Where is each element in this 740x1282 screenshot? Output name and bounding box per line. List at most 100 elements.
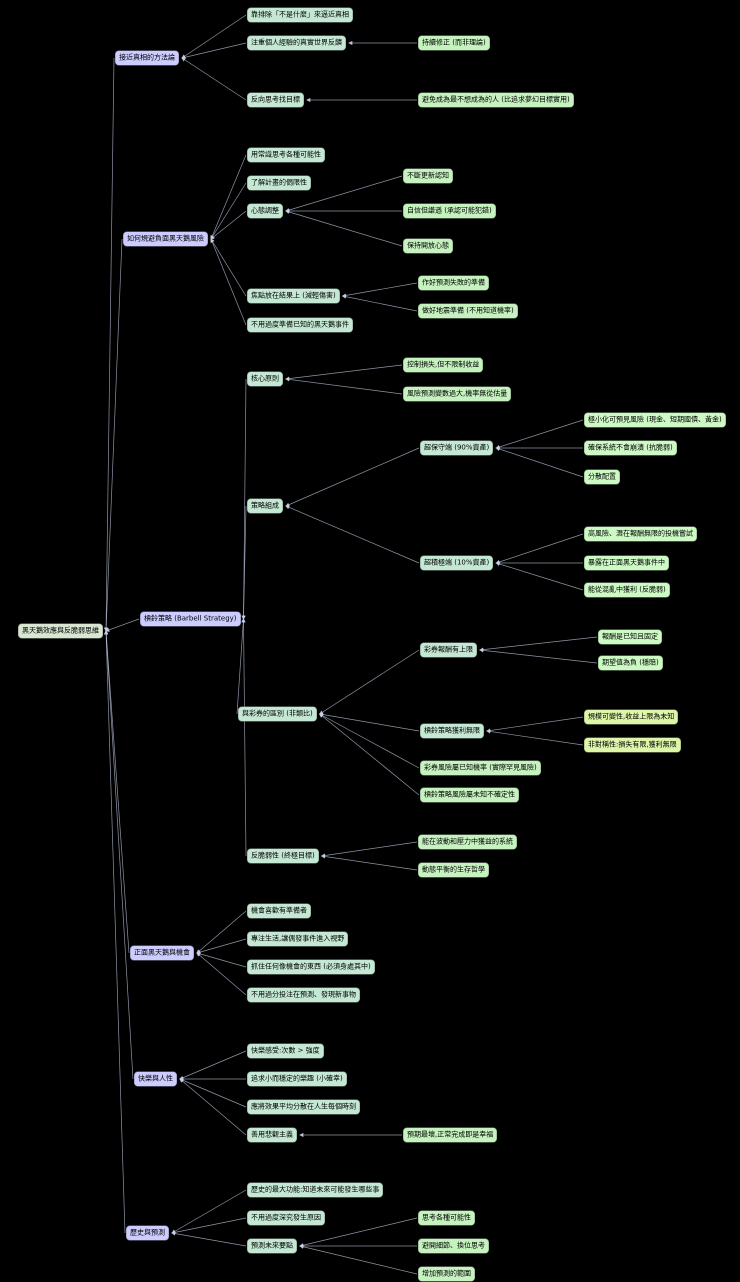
mindmap-node-b3c3a1[interactable]: 報酬是已知且固定: [598, 629, 662, 645]
mindmap-node-b2c3a[interactable]: 不斷更新認知: [403, 168, 453, 184]
mindmap-node-b2c4a[interactable]: 作好預測失敗的準備: [418, 275, 489, 291]
mindmap-node-b3c1b[interactable]: 風險預測變數過大,機率無從估量: [403, 386, 512, 402]
mindmap-node-b2c3b[interactable]: 自信但謙遜 (承認可能犯錯): [403, 203, 496, 219]
edge-b2c1-to-b2: [210, 154, 247, 240]
mindmap-node-b1c1[interactable]: 靠排除「不是什麼」來逼近真相: [247, 7, 353, 23]
mindmap-node-b6c3[interactable]: 預測未來要點: [247, 1238, 297, 1254]
mindmap-node-b6[interactable]: 歷史與預測: [126, 1225, 169, 1241]
mindmap-node-b2c3[interactable]: 心態調整: [247, 203, 283, 219]
edge-b3c2b-to-b3c2: [285, 505, 420, 564]
mindmap-node-b2c5[interactable]: 不用過度準備已知的黑天鵝事件: [247, 317, 353, 333]
mindmap-node-b3c3b[interactable]: 槓鈴策略獲利無限: [420, 723, 484, 739]
edge-b3c4b-to-b3c4: [320, 854, 418, 871]
edge-b5c3-to-b5: [179, 1078, 247, 1108]
edge-b6c3c-to-b6c3: [299, 1244, 418, 1275]
mindmap-node-b3c2b2[interactable]: 暴露在正面黑天鵝事件中: [584, 555, 669, 571]
edge-b1c3-to-b1: [181, 57, 247, 101]
mindmap-node-b3[interactable]: 槓鈴策略 (Barbell Strategy): [140, 611, 241, 627]
mindmap-node-b6c1[interactable]: 歷史的最大功能:知道未來可能發生哪些事: [247, 1182, 384, 1198]
mindmap-node-b3c3b2[interactable]: 非對稱性:損失有限,獲利無限: [584, 737, 681, 753]
mindmap-node-b2[interactable]: 如何規避負面黑天鵝風險: [123, 231, 208, 247]
edge-b3c1a-to-b3c1: [285, 364, 403, 381]
mindmap-node-b6c3b[interactable]: 避開細節、換位思考: [418, 1238, 489, 1254]
mindmap-node-b4[interactable]: 正面黑天鵝與機會: [130, 945, 194, 961]
mindmap-node-b6c2[interactable]: 不用過度深究發生原因: [247, 1210, 325, 1226]
edge-b6-to-root: [104, 630, 126, 1234]
edge-b2c4-to-b2: [210, 238, 247, 297]
mindmap-node-b1c3a[interactable]: 避免成為最不想成為的人 (比追求夢幻目標實用): [418, 92, 574, 108]
edge-b2c2-to-b2: [210, 182, 247, 240]
edge-b3c2a3-to-b3c2a: [495, 447, 584, 478]
edge-b3c1-to-b3: [241, 378, 247, 620]
mindmap-node-b3c4[interactable]: 反脆弱性 (終極目標): [247, 848, 319, 864]
mindmap-node-b1c3[interactable]: 反向思考找目標: [247, 92, 304, 108]
mindmap-node-root[interactable]: 黑天鵝效應與反脆弱思維: [18, 623, 103, 639]
edge-b2c5-to-b2: [210, 238, 247, 326]
mindmap-node-b3c2a[interactable]: 超保守端 (90%資產): [420, 440, 494, 456]
mindmap-node-b3c2a1[interactable]: 極小化可預見風險 (現金、短期國債、黃金): [584, 412, 726, 428]
edge-b3c3a1-to-b3c3a: [479, 636, 598, 652]
edge-b5-to-root: [104, 630, 134, 1080]
edge-b1c2-to-b1: [181, 42, 247, 60]
mindmap-node-b3c1[interactable]: 核心原則: [247, 371, 283, 387]
edge-b2-to-root: [104, 238, 123, 632]
edge-b3-to-root: [105, 618, 140, 632]
mindmap-node-b3c3c[interactable]: 彩券風險屬已知機率 (實際罕見風險): [420, 760, 541, 776]
mindmap-node-b6c3c[interactable]: 增加預測的範圍: [418, 1266, 475, 1282]
edge-b3c4-to-b3: [241, 618, 247, 857]
edge-b6c1-to-b6: [171, 1189, 247, 1234]
mindmap-node-b5c4a[interactable]: 預期最壞,正常完成即是幸福: [403, 1127, 498, 1143]
mindmap-node-b5c1[interactable]: 快樂感受:次數 > 強度: [247, 1043, 324, 1059]
mindmap-node-b4c3[interactable]: 抓住任何像機會的東西 (必須身處其中): [247, 959, 375, 975]
mindmap-node-b3c3d[interactable]: 槓鈴策略風險屬未知不確定性: [420, 787, 519, 803]
mindmap-node-b2c1[interactable]: 用常識思考各種可能性: [247, 147, 325, 163]
edge-b4-to-root: [104, 630, 130, 954]
edge-b3c3d-to-b3c3: [319, 713, 420, 796]
mindmap-node-b1c2[interactable]: 注重個人經驗的真實世界反饋: [247, 35, 346, 51]
mindmap-node-b6c3a[interactable]: 思考各種可能性: [418, 1210, 475, 1226]
edge-b4c4-to-b4: [196, 952, 247, 996]
mindmap-node-b2c4[interactable]: 焦點放在結果上 (減輕傷害): [247, 288, 340, 304]
mindmap-node-b3c3a[interactable]: 彩券報酬有上限: [420, 642, 477, 658]
edge-b3c2-to-b3: [241, 505, 247, 620]
mindmap-node-b2c3c[interactable]: 保持開放心態: [403, 238, 453, 254]
mindmap-node-b3c2[interactable]: 策略組成: [247, 498, 283, 514]
mindmap-node-b5c4[interactable]: 善用悲觀主義: [247, 1127, 297, 1143]
mindmap-node-b2c4b[interactable]: 做好地震準備 (不用知道機率): [418, 303, 518, 319]
mindmap-node-b4c1[interactable]: 機會喜歡有準備者: [247, 903, 311, 919]
edge-b3c2b1-to-b3c2b: [495, 533, 584, 564]
edge-b3c2b3-to-b3c2b: [495, 561, 584, 591]
edge-b2c3a-to-b2c3: [285, 175, 403, 213]
mindmap-node-b3c1a[interactable]: 控制損失,但不限制收益: [403, 357, 484, 373]
edge-b3c3a2-to-b3c3a: [479, 648, 598, 664]
mindmap-node-b3c3b1[interactable]: 規模可變性,收益上限為未知: [584, 709, 679, 725]
mindmap-node-b3c4b[interactable]: 動態平衡的生存哲學: [418, 862, 489, 878]
edge-b3c3b1-to-b3c3b: [486, 716, 584, 733]
edge-b4c3-to-b4: [196, 951, 247, 968]
mindmap-node-b3c4a[interactable]: 能在波動和壓力中獲益的系統: [418, 834, 517, 850]
mindmap-node-b3c2b1[interactable]: 高風險、潛在報酬無限的投機嘗試: [584, 526, 697, 542]
mindmap-node-b3c2a2[interactable]: 確保系統不會崩潰 (抗脆弱): [584, 440, 677, 456]
mindmap-node-b1c2a[interactable]: 持續修正 (而非理論): [418, 35, 490, 51]
mindmap-node-b1[interactable]: 接近真相的方法論: [115, 50, 179, 66]
mindmap-node-b5[interactable]: 快樂與人性: [134, 1071, 177, 1087]
edge-b5c1-to-b5: [179, 1050, 247, 1080]
mindmap-node-b3c3[interactable]: 與彩券的區別 (非類比): [238, 706, 317, 722]
mindmap-node-b5c2[interactable]: 追求小而穩定的樂趣 (小確幸): [247, 1071, 347, 1087]
edge-b3c3c-to-b3c3: [318, 713, 420, 769]
mindmap-node-b4c2[interactable]: 專注生活,讓偶發事件進入視野: [247, 931, 349, 947]
mindmap-node-b5c3[interactable]: 應將效果平均分散在人生每個時刻: [247, 1099, 360, 1115]
mindmap-node-b4c4[interactable]: 不用過分投注在預測、發現新事物: [247, 987, 360, 1003]
edge-b6c3-to-b6: [171, 1231, 247, 1247]
edge-b3c3b2-to-b3c3b: [486, 729, 584, 746]
edge-b5c4-to-b5: [179, 1078, 247, 1136]
mindmap-node-b3c2b[interactable]: 超積極端 (10%資產): [420, 555, 494, 571]
mindmap-node-b3c3a2[interactable]: 期望值為負 (穩賠): [598, 655, 663, 671]
mindmap-node-b3c2b3[interactable]: 能從混亂中獲利 (反脆弱): [584, 582, 670, 598]
edge-b6c2-to-b6: [171, 1217, 247, 1235]
edge-b1c1-to-b1: [181, 14, 247, 59]
mindmap-node-b3c2a3[interactable]: 分散配置: [584, 469, 620, 485]
mindmap-node-b2c2[interactable]: 了解計畫的侷限性: [247, 175, 311, 191]
